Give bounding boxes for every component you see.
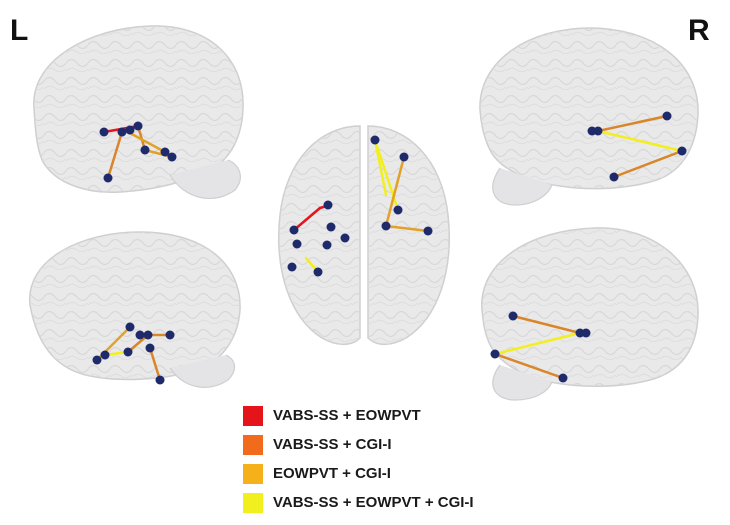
nodes-left-medial [92, 322, 175, 385]
legend-label: VABS-SS + EOWPVT [273, 407, 421, 424]
edge [596, 129, 684, 153]
node [370, 135, 380, 145]
node [155, 375, 165, 385]
left-hemisphere-label: L [10, 14, 29, 47]
node [99, 127, 109, 137]
node [490, 349, 500, 359]
node [140, 145, 150, 155]
legend-label: EOWPVT + CGI-I [273, 465, 391, 482]
node [125, 322, 135, 332]
legend-swatch-red [243, 405, 263, 426]
edge [148, 346, 162, 382]
node [381, 221, 391, 231]
node [133, 121, 143, 131]
node [322, 240, 332, 250]
legend-swatch-amber [243, 463, 263, 484]
legend-label: VABS-SS + CGI-I [273, 436, 392, 453]
legend-swatch-yellow [243, 492, 263, 513]
edge [493, 331, 582, 356]
brain-left-lateral [33, 25, 244, 199]
node [340, 233, 350, 243]
edge [493, 352, 565, 380]
edge [384, 224, 430, 233]
node [326, 222, 336, 232]
node [662, 111, 672, 121]
node [558, 373, 568, 383]
legend-swatch-orange [243, 434, 263, 455]
edge [511, 314, 582, 335]
node [581, 328, 591, 338]
legend-label: VABS-SS + EOWPVT + CGI-I [273, 494, 474, 511]
right-hemisphere-label: R [688, 14, 710, 47]
brain-right-medial [481, 227, 699, 401]
edge [596, 114, 669, 133]
node [135, 330, 145, 340]
brain-left-medial [29, 231, 241, 388]
legend-item: VABS-SS + CGI-I [243, 430, 474, 459]
node [677, 146, 687, 156]
node [287, 262, 297, 272]
node [289, 225, 299, 235]
node [323, 200, 333, 210]
node [125, 125, 135, 135]
edge [126, 130, 167, 154]
node [167, 152, 177, 162]
node [165, 330, 175, 340]
nodes-right-lateral [587, 111, 687, 182]
legend-item: VABS-SS + EOWPVT + CGI-I [243, 488, 474, 517]
edge [384, 155, 406, 228]
brain-axial-top [278, 125, 450, 346]
brain-right-lateral [479, 27, 699, 206]
node [593, 126, 603, 136]
edge [106, 130, 124, 180]
node [423, 226, 433, 236]
node [292, 239, 302, 249]
nodes-left-lateral [99, 121, 177, 183]
node [92, 355, 102, 365]
legend-item: EOWPVT + CGI-I [243, 459, 474, 488]
legend-item: VABS-SS + EOWPVT [243, 401, 474, 430]
node [103, 173, 113, 183]
node [609, 172, 619, 182]
node [143, 330, 153, 340]
node [313, 267, 323, 277]
node [399, 152, 409, 162]
edges-right-medial [493, 314, 582, 380]
node [123, 347, 133, 357]
edge [612, 149, 684, 179]
node [160, 147, 170, 157]
edge [143, 148, 174, 159]
edges-right-lateral [596, 114, 684, 179]
nodes-right-medial [490, 311, 591, 383]
node [117, 127, 127, 137]
node [393, 205, 403, 215]
edge [292, 206, 322, 232]
edges-axial [292, 138, 430, 274]
node [508, 311, 518, 321]
nodes-axial [287, 135, 433, 277]
node [145, 343, 155, 353]
legend: VABS-SS + EOWPVT VABS-SS + CGI-I EOWPVT … [243, 401, 474, 517]
node [100, 350, 110, 360]
